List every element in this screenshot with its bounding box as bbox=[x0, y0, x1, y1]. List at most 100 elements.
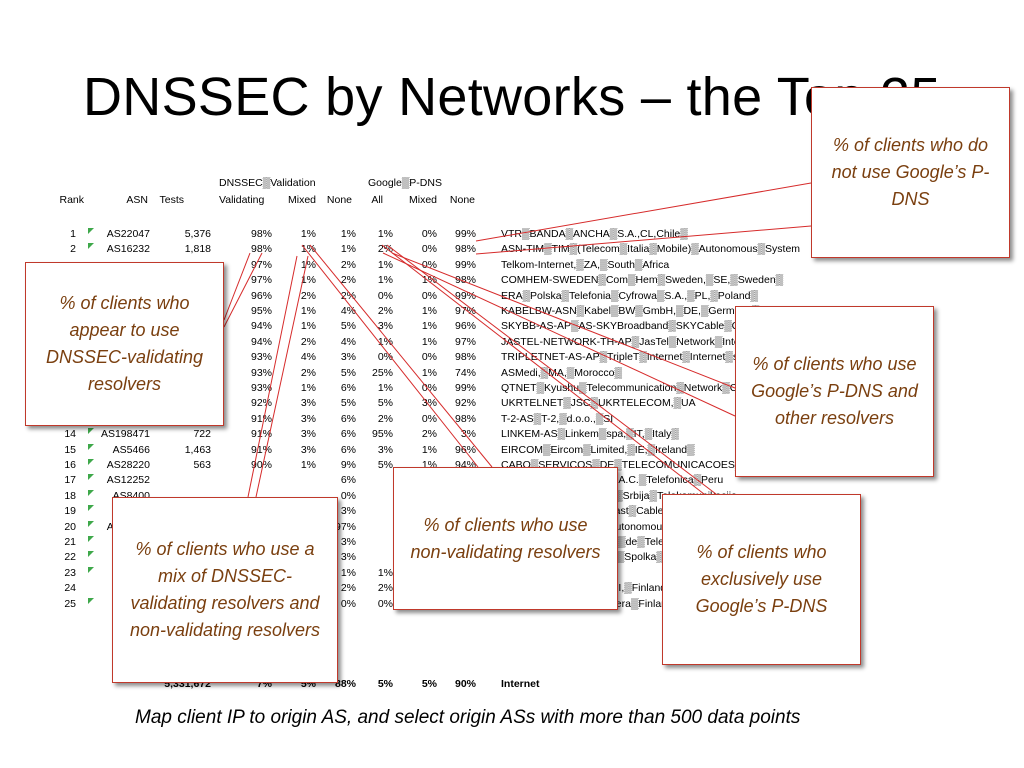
cell-none: 1% bbox=[340, 567, 356, 579]
callout-validating: % of clients who appear to use DNSSEC-va… bbox=[25, 262, 224, 426]
cell-mixed: 1% bbox=[300, 259, 316, 271]
cell-rank: 21 bbox=[64, 536, 76, 548]
cell-mixed: 1% bbox=[300, 320, 316, 332]
cell-g-mixed: 0% bbox=[421, 228, 437, 240]
cell-mixed: 3% bbox=[300, 413, 316, 425]
leader-line bbox=[391, 252, 736, 389]
row-marker-icon bbox=[88, 444, 94, 450]
callout-exclusive-google: % of clients who exclusively use Google’… bbox=[662, 494, 861, 665]
leader-line bbox=[223, 252, 263, 328]
column-header-all-6: All bbox=[371, 194, 383, 206]
column-header-tests-2: Tests bbox=[159, 194, 184, 206]
leader-line bbox=[386, 244, 717, 495]
cell-name: LINKEM-AS▒Linkem▒spa,▒IT,▒Italy▒ bbox=[501, 428, 679, 440]
cell-rank: 19 bbox=[64, 505, 76, 517]
callout-mix: % of clients who use a mix of DNSSEC-val… bbox=[112, 497, 338, 683]
cell-asn: AS12252 bbox=[106, 474, 150, 486]
cell-rank: 24 bbox=[64, 582, 76, 594]
cell-rank: 17 bbox=[64, 474, 76, 486]
cell-none: 0% bbox=[340, 598, 356, 610]
cell-g-all: 2% bbox=[377, 582, 393, 594]
cell-g-mixed: 3% bbox=[421, 397, 437, 409]
cell-none: 5% bbox=[340, 367, 356, 379]
leader-line bbox=[247, 255, 298, 498]
cell-none: 5% bbox=[340, 320, 356, 332]
cell-rank: 16 bbox=[64, 459, 76, 471]
cell-g-mixed: 1% bbox=[421, 367, 437, 379]
cell-g-mixed: 0% bbox=[421, 243, 437, 255]
cell-name: COMHEM-SWEDEN▒Com▒Hem▒Sweden,▒SE,▒Sweden… bbox=[501, 274, 784, 286]
cell-g-all: 2% bbox=[377, 243, 393, 255]
cell-tests: 563 bbox=[193, 459, 211, 471]
cell-tests: 1,463 bbox=[184, 444, 211, 456]
cell-none: 0% bbox=[340, 490, 356, 502]
cell-rank: 2 bbox=[70, 243, 76, 255]
cell-rank: 18 bbox=[64, 490, 76, 502]
cell-mixed: 1% bbox=[300, 274, 316, 286]
row-marker-icon bbox=[88, 598, 94, 604]
cell-mixed: 2% bbox=[300, 336, 316, 348]
cell-g-all: 95% bbox=[371, 428, 393, 440]
cell-g-all: 1% bbox=[377, 567, 393, 579]
cell-g-none: 92% bbox=[454, 397, 476, 409]
cell-name: KABELBW-ASN▒Kabel▒BW▒GmbH,▒DE,▒Germany▒ bbox=[501, 305, 760, 317]
cell-name: ASMedi,▒MA,▒Morocco▒ bbox=[501, 367, 622, 379]
cell-validating: 91% bbox=[250, 428, 272, 440]
row-marker-icon bbox=[88, 567, 94, 573]
cell-g-none: 98% bbox=[454, 413, 476, 425]
cell-g-none: 99% bbox=[454, 259, 476, 271]
cell-validating: 94% bbox=[250, 336, 272, 348]
cell-g-none: 99% bbox=[454, 290, 476, 302]
cell-g-mixed: 0% bbox=[421, 382, 437, 394]
total-name: Internet bbox=[501, 678, 540, 690]
cell-g-all: 2% bbox=[377, 413, 393, 425]
cell-g-all: 0% bbox=[377, 598, 393, 610]
leader-line bbox=[381, 244, 705, 495]
callout-no-google: % of clients who do not use Google’s P-D… bbox=[811, 87, 1010, 258]
footnote: Map client IP to origin AS, and select o… bbox=[135, 707, 801, 728]
cell-tests: 5,376 bbox=[184, 228, 211, 240]
cell-g-mixed: 1% bbox=[421, 444, 437, 456]
cell-none: 3% bbox=[340, 551, 356, 563]
row-marker-icon bbox=[88, 551, 94, 557]
cell-mixed: 1% bbox=[300, 382, 316, 394]
cell-asn: AS198471 bbox=[100, 428, 150, 440]
cell-mixed: 4% bbox=[300, 351, 316, 363]
cell-g-all: 25% bbox=[371, 367, 393, 379]
cell-g-mixed: 0% bbox=[421, 259, 437, 271]
cell-g-none: 97% bbox=[454, 336, 476, 348]
cell-mixed: 3% bbox=[300, 397, 316, 409]
row-marker-icon bbox=[88, 459, 94, 465]
cell-none: 5% bbox=[340, 397, 356, 409]
cell-none: 1% bbox=[340, 228, 356, 240]
column-header-mixed-4: Mixed bbox=[287, 194, 316, 206]
column-header-asn-1: ASN bbox=[126, 194, 148, 206]
cell-tests: 1,818 bbox=[184, 243, 211, 255]
cell-g-mixed: 1% bbox=[421, 305, 437, 317]
cell-validating: 97% bbox=[250, 274, 272, 286]
cell-g-all: 5% bbox=[377, 459, 393, 471]
row-marker-icon bbox=[88, 228, 94, 234]
cell-name: VTR▒BANDA▒ANCHA▒S.A.,CL,Chile▒ bbox=[501, 228, 688, 240]
row-marker-icon bbox=[88, 490, 94, 496]
leader-line bbox=[475, 225, 812, 255]
cell-g-none: 96% bbox=[454, 444, 476, 456]
cell-rank: 25 bbox=[64, 598, 76, 610]
cell-none: 6% bbox=[340, 428, 356, 440]
cell-rank: 23 bbox=[64, 567, 76, 579]
row-marker-icon bbox=[88, 243, 94, 249]
cell-g-none: 99% bbox=[454, 382, 476, 394]
cell-validating: 91% bbox=[250, 413, 272, 425]
leader-line bbox=[255, 255, 309, 498]
cell-none: 6% bbox=[340, 413, 356, 425]
cell-g-mixed: 0% bbox=[421, 351, 437, 363]
cell-none: 3% bbox=[340, 536, 356, 548]
cell-none: 97% bbox=[334, 521, 356, 533]
cell-g-mixed: 0% bbox=[421, 290, 437, 302]
cell-none: 9% bbox=[340, 459, 356, 471]
callout-google-and-other: % of clients who use Google’s P-DNS and … bbox=[735, 306, 934, 477]
cell-mixed: 1% bbox=[300, 459, 316, 471]
cell-validating: 93% bbox=[250, 351, 272, 363]
cell-g-mixed: 1% bbox=[421, 274, 437, 286]
